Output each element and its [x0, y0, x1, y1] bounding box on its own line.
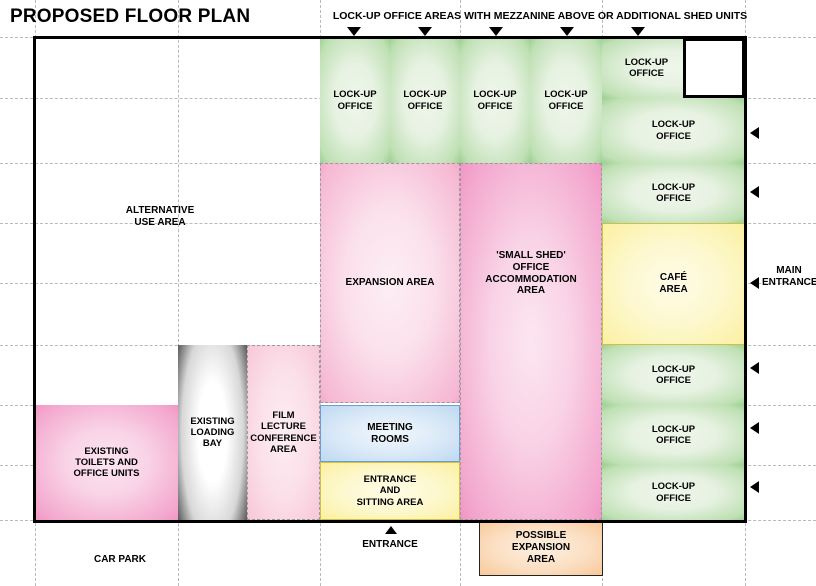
zone-label: EXPANSION AREA	[345, 277, 435, 289]
lockup-office-bay: LOCK-UP OFFICE	[602, 163, 745, 223]
lockup-office-bay: LOCK-UP OFFICE	[460, 38, 530, 163]
existing-loading-bay-zone: EXISTING LOADING BAY	[178, 345, 247, 520]
left-arrow-icon	[750, 186, 759, 198]
zone-label: LOCK-UP OFFICE	[651, 363, 696, 386]
wall-left	[33, 36, 36, 523]
zone-label: EXISTING TOILETS AND OFFICE UNITS	[73, 445, 140, 480]
entrance-sitting-area-zone: ENTRANCE AND SITTING AREA	[320, 462, 460, 520]
left-arrow-icon	[750, 277, 759, 289]
up-arrow-icon	[385, 526, 397, 534]
down-arrow-icon	[489, 27, 503, 36]
header-note: LOCK-UP OFFICE AREAS WITH MEZZANINE ABOV…	[332, 10, 748, 22]
down-arrow-icon	[347, 27, 361, 36]
wall-bottom	[33, 520, 747, 523]
cafe-area-zone: CAFÉ AREA	[602, 223, 745, 345]
wall-right	[744, 36, 747, 523]
zone-label: ENTRANCE AND SITTING AREA	[356, 474, 424, 508]
possible-expansion-area-zone: POSSIBLE EXPANSION AREA	[479, 520, 603, 576]
lockup-office-bay: LOCK-UP OFFICE	[530, 38, 602, 163]
zone-label: 'SMALL SHED' OFFICE ACCOMMODATION AREA	[485, 250, 577, 297]
zone-label: LOCK-UP OFFICE	[403, 89, 447, 112]
zone-label: CAFÉ AREA	[659, 272, 688, 295]
zone-label: LOCK-UP OFFICE	[651, 423, 696, 446]
zone-label: LOCK-UP OFFICE	[651, 181, 696, 204]
zone-label: MEETING ROOMS	[367, 421, 413, 445]
left-arrow-icon	[750, 127, 759, 139]
existing-toilets-office-zone: EXISTING TOILETS AND OFFICE UNITS	[35, 405, 178, 520]
page-title: PROPOSED FLOOR PLAN	[10, 6, 251, 27]
lockup-office-bay: LOCK-UP OFFICE	[602, 98, 745, 163]
void-box	[683, 38, 745, 98]
down-arrow-icon	[631, 27, 645, 36]
zone-label: LOCK-UP OFFICE	[544, 89, 588, 112]
down-arrow-icon	[560, 27, 574, 36]
meeting-rooms-zone: MEETING ROOMS	[320, 405, 460, 462]
left-arrow-icon	[750, 481, 759, 493]
lockup-office-bay: LOCK-UP OFFICE	[602, 465, 745, 520]
lockup-office-bay: LOCK-UP OFFICE	[320, 38, 390, 163]
lockup-office-bay: LOCK-UP OFFICE	[390, 38, 460, 163]
alternative-use-area-label: ALTERNATIVE USE AREA	[125, 205, 195, 228]
down-arrow-icon	[418, 27, 432, 36]
zone-label: FILM LECTURE CONFERENCE AREA	[250, 410, 317, 455]
wall-top	[33, 36, 747, 39]
entrance-label: ENTRANCE	[362, 539, 418, 550]
small-shed-office-zone: 'SMALL SHED' OFFICE ACCOMMODATION AREA	[460, 163, 602, 520]
zone-label: LOCK-UP OFFICE	[651, 481, 696, 504]
lockup-office-bay: LOCK-UP OFFICE	[602, 345, 745, 405]
left-arrow-icon	[750, 362, 759, 374]
left-arrow-icon	[750, 422, 759, 434]
zone-label: LOCK-UP OFFICE	[333, 89, 377, 112]
zone-label: LOCK-UP OFFICE	[473, 89, 517, 112]
zone-label: LOCK-UP OFFICE	[624, 56, 669, 79]
zone-label: POSSIBLE EXPANSION AREA	[511, 530, 571, 565]
car-park-label: CAR PARK	[93, 554, 147, 565]
expansion-area-zone: EXPANSION AREA	[320, 163, 460, 403]
lockup-office-bay: LOCK-UP OFFICE	[602, 405, 745, 465]
main-entrance-label: MAIN ENTRANCE	[762, 265, 816, 288]
zone-label: LOCK-UP OFFICE	[651, 119, 696, 142]
zone-label: EXISTING LOADING BAY	[190, 415, 235, 450]
film-lecture-conference-zone: FILM LECTURE CONFERENCE AREA	[247, 345, 320, 520]
